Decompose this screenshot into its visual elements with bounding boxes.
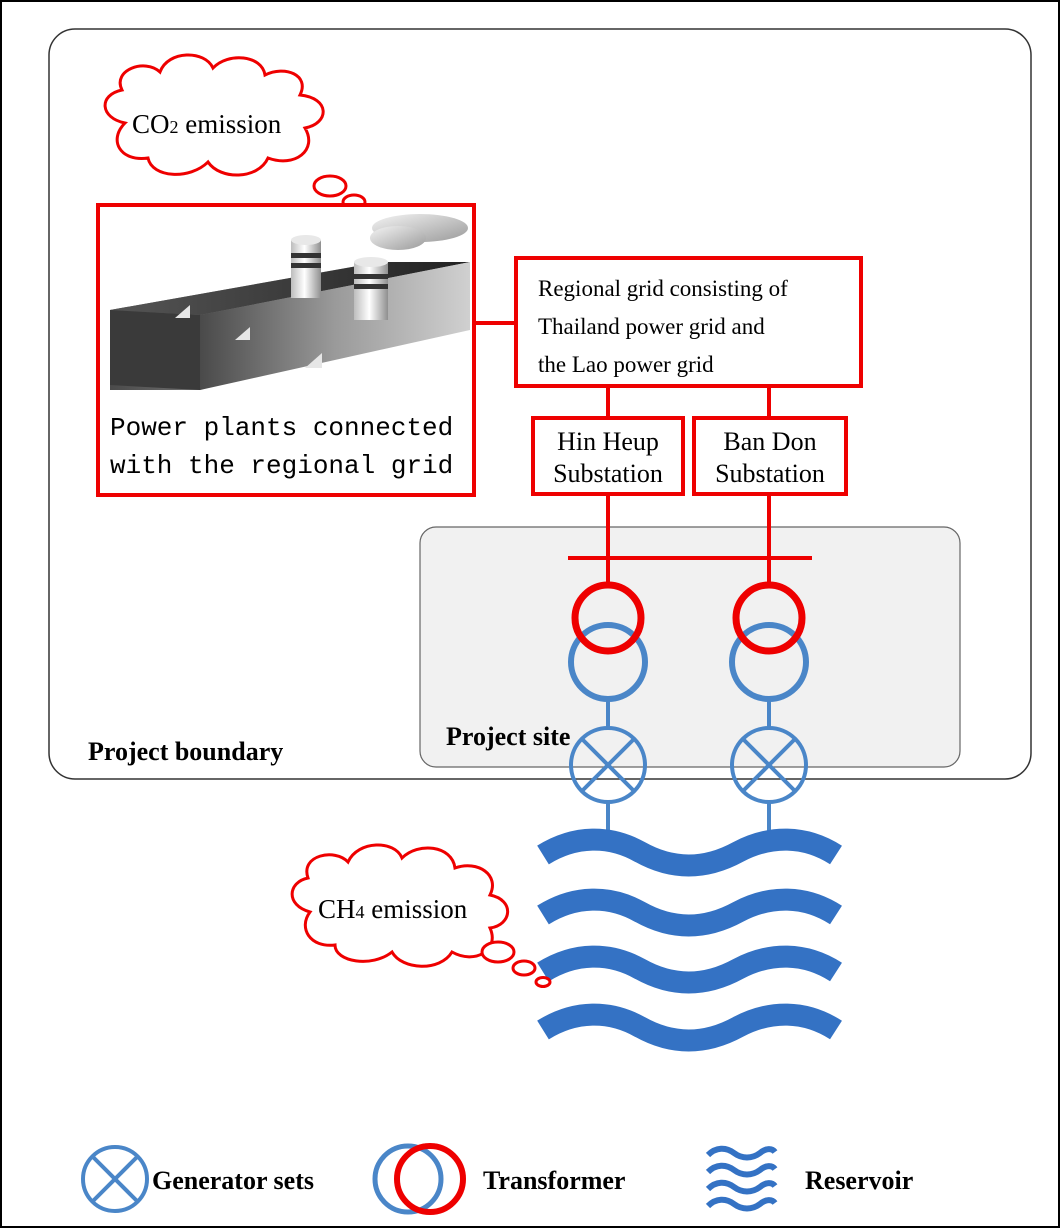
regional-grid-line3: the Lao power grid xyxy=(538,352,714,377)
reservoir-waves xyxy=(537,828,842,1052)
co2-label-rest: emission xyxy=(179,109,282,139)
power-plant-icon xyxy=(110,214,470,390)
legend-generator-label: Generator sets xyxy=(152,1166,314,1195)
legend-generator-icon xyxy=(81,1145,149,1213)
svg-text:CO2 emission: CO2 emission xyxy=(132,109,282,139)
power-plants-label-line1: Power plants connected xyxy=(110,413,453,443)
ch4-label-main: CH xyxy=(318,894,356,924)
legend-reservoir-icon xyxy=(705,1145,778,1212)
hin-heup-label-line1: Hin Heup xyxy=(557,427,659,456)
project-site-label: Project site xyxy=(446,722,570,751)
regional-grid-line1: Regional grid consisting of xyxy=(538,276,788,301)
ban-don-label-line2: Substation xyxy=(715,459,825,488)
legend-transformer-icon xyxy=(372,1143,466,1215)
power-plants-label-line2: with the regional grid xyxy=(110,451,453,481)
ch4-emission-cloud: CH4 emission xyxy=(290,843,552,988)
project-boundary-box xyxy=(48,28,1032,780)
ban-don-label-line1: Ban Don xyxy=(723,427,816,456)
legend: Generator sets Transformer Reservoir xyxy=(81,1143,913,1215)
project-site-box xyxy=(419,526,961,768)
svg-text:CH4 emission: CH4 emission xyxy=(318,894,468,924)
ch4-label-sub: 4 xyxy=(356,902,365,922)
legend-transformer-label: Transformer xyxy=(483,1166,625,1195)
project-boundary-label: Project boundary xyxy=(88,737,283,766)
legend-reservoir-label: Reservoir xyxy=(805,1166,913,1195)
ban-don-substation-box xyxy=(692,416,848,496)
co2-emission-cloud: CO2 emission xyxy=(103,53,382,220)
ch4-label-rest: emission xyxy=(365,894,468,924)
hin-heup-label-line2: Substation xyxy=(553,459,663,488)
regional-grid-box xyxy=(514,256,863,388)
regional-grid-line2: Thailand power grid and xyxy=(538,314,765,339)
co2-label-main: CO xyxy=(132,109,170,139)
co2-label-sub: 2 xyxy=(170,117,179,137)
